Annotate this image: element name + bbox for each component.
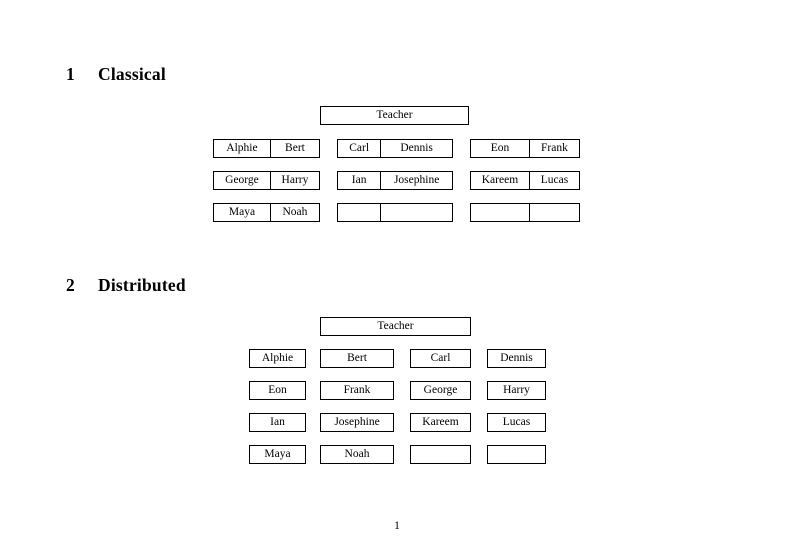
pair-row[interactable]: Eon Frank bbox=[470, 139, 580, 158]
pair-row[interactable] bbox=[470, 203, 580, 222]
pair-cell[interactable]: Harry bbox=[269, 172, 319, 189]
teacher-node-label: Teacher bbox=[377, 319, 414, 332]
pair-cell[interactable]: George bbox=[225, 173, 259, 186]
pair-cell[interactable]: Alphie bbox=[226, 141, 258, 154]
teacher-node-distributed[interactable]: Teacher bbox=[320, 317, 471, 336]
pair-cell[interactable]: Maya bbox=[228, 205, 256, 218]
student-node[interactable]: Dennis bbox=[487, 349, 546, 368]
section-heading-distributed: 2 Distributed bbox=[66, 275, 186, 296]
student-node[interactable]: Maya bbox=[249, 445, 306, 464]
pair-cell[interactable] bbox=[380, 204, 452, 221]
section-number: 1 bbox=[66, 64, 75, 84]
student-node[interactable]: George bbox=[410, 381, 471, 400]
pair-row[interactable]: George Harry bbox=[213, 171, 320, 190]
student-node[interactable]: Kareem bbox=[410, 413, 471, 432]
pair-row[interactable]: Kareem Lucas bbox=[470, 171, 580, 190]
pair-cell[interactable]: Frank bbox=[528, 140, 579, 157]
pair-cell[interactable] bbox=[338, 204, 380, 221]
pair-row[interactable]: Ian Josephine bbox=[337, 171, 453, 190]
pair-cell[interactable]: Kareem bbox=[481, 173, 519, 186]
pair-cell[interactable]: Lucas bbox=[528, 172, 579, 189]
pair-row[interactable]: Carl Dennis bbox=[337, 139, 453, 158]
section-heading-classical: 1 Classical bbox=[66, 64, 166, 85]
pair-row[interactable]: Maya Noah bbox=[213, 203, 320, 222]
student-node[interactable]: Josephine bbox=[320, 413, 394, 432]
pair-row[interactable]: Alphie Bert bbox=[213, 139, 320, 158]
pair-cell[interactable]: Bert bbox=[269, 140, 319, 157]
student-node[interactable]: Ian bbox=[249, 413, 306, 432]
student-node[interactable]: Eon bbox=[249, 381, 306, 400]
pair-cell[interactable]: Ian bbox=[351, 173, 367, 186]
student-node[interactable]: Noah bbox=[320, 445, 394, 464]
pair-cell[interactable]: Josephine bbox=[380, 172, 452, 189]
teacher-node-label: Teacher bbox=[376, 108, 413, 121]
pair-row[interactable] bbox=[337, 203, 453, 222]
student-node[interactable]: Carl bbox=[410, 349, 471, 368]
pair-cell[interactable]: Dennis bbox=[380, 140, 452, 157]
student-node[interactable]: Alphie bbox=[249, 349, 306, 368]
section-number: 2 bbox=[66, 275, 75, 295]
student-node[interactable]: Harry bbox=[487, 381, 546, 400]
pair-cell[interactable]: Eon bbox=[490, 141, 510, 154]
pair-cell[interactable]: Noah bbox=[269, 204, 319, 221]
student-node[interactable]: Lucas bbox=[487, 413, 546, 432]
student-node[interactable]: Frank bbox=[320, 381, 394, 400]
student-node[interactable]: Bert bbox=[320, 349, 394, 368]
section-title: Distributed bbox=[98, 275, 186, 295]
pair-cell[interactable]: Carl bbox=[349, 141, 370, 154]
pair-cell[interactable] bbox=[528, 204, 579, 221]
page-number: 1 bbox=[394, 520, 400, 532]
student-node[interactable] bbox=[410, 445, 471, 464]
teacher-node-classical[interactable]: Teacher bbox=[320, 106, 469, 125]
student-node[interactable] bbox=[487, 445, 546, 464]
section-title: Classical bbox=[98, 64, 166, 84]
pair-cell[interactable] bbox=[471, 204, 529, 221]
